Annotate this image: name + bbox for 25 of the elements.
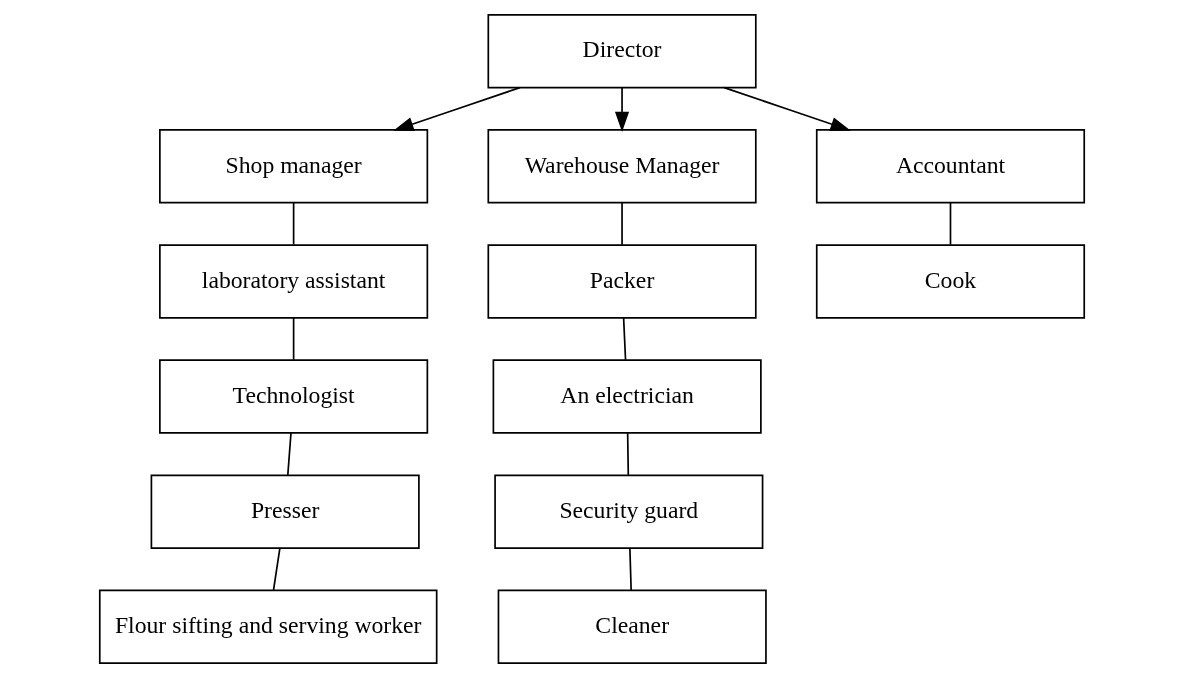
connector — [949, 201, 952, 246]
node-box: Flour sifting and serving worker — [98, 589, 438, 665]
node-box: Presser — [150, 474, 420, 549]
node-box: Cook — [815, 244, 1086, 319]
node-box: Security guard — [494, 474, 764, 549]
connector — [626, 432, 630, 476]
connector — [621, 201, 623, 246]
node-box: laboratory assistant — [159, 244, 429, 319]
node-box: An electrician — [492, 359, 762, 434]
node-box: Accountant — [815, 129, 1086, 204]
node-box: Cleaner — [497, 589, 767, 665]
node-box: Technologist — [159, 359, 429, 434]
connector — [622, 317, 627, 361]
node-box: Packer — [487, 244, 757, 319]
connector — [629, 547, 632, 591]
arrow — [393, 86, 521, 131]
connector — [286, 432, 292, 476]
node-box: Warehouse Manager — [487, 129, 757, 204]
connector — [292, 201, 295, 246]
connector — [272, 547, 281, 591]
arrow — [723, 86, 851, 131]
arrow — [614, 86, 630, 133]
node-box: Director — [487, 13, 757, 89]
connector — [292, 317, 295, 361]
node-box: Shop manager — [159, 129, 429, 204]
